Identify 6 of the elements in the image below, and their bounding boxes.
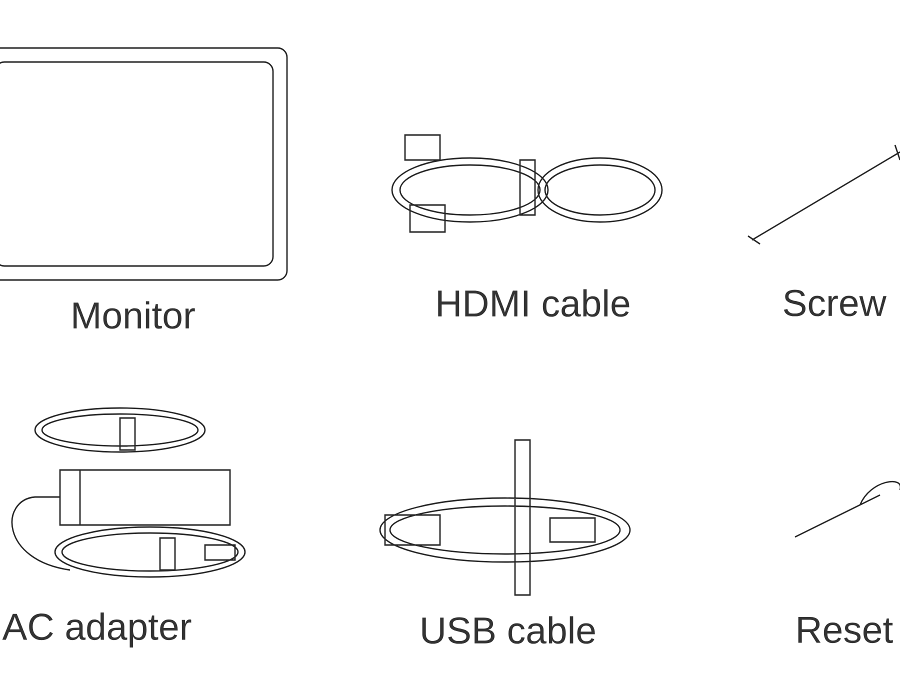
item-label: Screw (784, 290, 886, 316)
item-label: HDMI cable (438, 289, 630, 317)
item-label: Reset (798, 616, 893, 644)
item-label: Monitor (74, 301, 195, 329)
item-label: AC adapter (2, 612, 192, 648)
item-label: USB cable (422, 616, 595, 644)
